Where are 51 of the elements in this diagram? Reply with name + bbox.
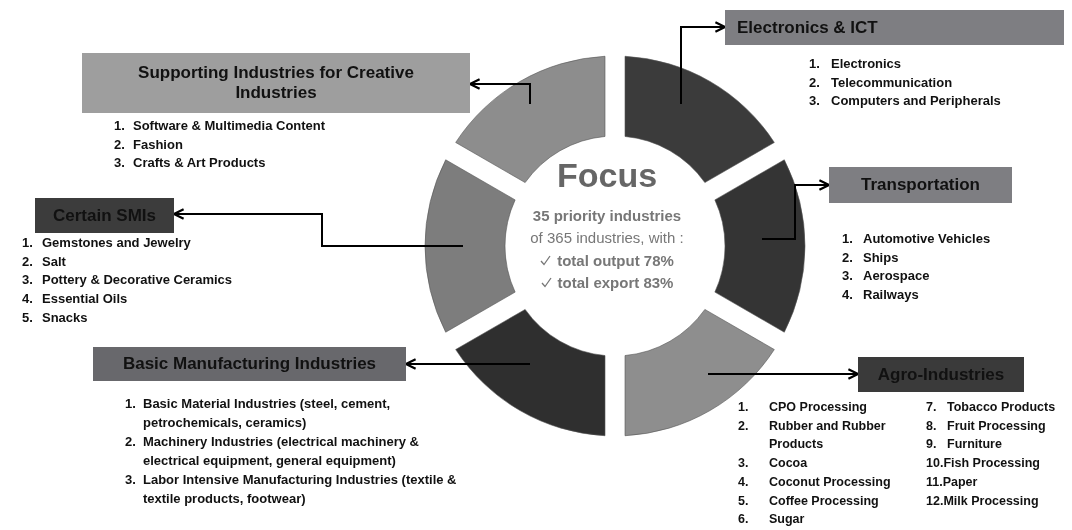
list-item: 2. Telecommunication	[809, 73, 954, 92]
list-item: 1. Software & Multimedia Content	[114, 117, 327, 135]
list-item: 1. Gemstones and Jewelry	[22, 234, 192, 252]
arrow	[680, 21, 727, 105]
center-text: of 365 industries, with :	[530, 229, 684, 246]
category-title: Supporting Industries for Creative Industries	[137, 63, 415, 103]
list-item: 10.Fish Processing	[926, 455, 1041, 473]
list-item: 12.Milk Processing	[926, 492, 1040, 510]
list-item: 4. Railways	[842, 286, 920, 305]
list-item: 9. Furniture	[926, 436, 1003, 454]
list-item: 3. Pottery & Decorative Ceramics	[22, 271, 234, 290]
arrow	[761, 179, 831, 240]
list-item: 3. Cocoa	[738, 455, 809, 473]
list-item: 3. Computers and Peripherals	[809, 92, 1002, 111]
list-item: 2. Machinery Industries (electrical machinery & electrical equipment, general equipment)	[125, 433, 420, 470]
category-title: Transportation	[861, 175, 980, 195]
ring-segment	[424, 159, 516, 333]
list-item: 4. Essential Oils	[22, 290, 129, 309]
center-text: total output 78%	[557, 252, 674, 269]
list-item: 11.Paper	[926, 473, 979, 491]
center-text: 35 priority industries	[532, 207, 682, 224]
list-item: 3. Aerospace	[842, 267, 931, 286]
category-box	[858, 357, 1024, 392]
ring-segment	[714, 159, 806, 333]
list-item: 4. Coconut Processing	[738, 473, 892, 491]
center-text: total export 83%	[557, 274, 674, 291]
category-box	[35, 198, 174, 233]
list-item: 1. Basic Material Industries (steel, cement, petrochemicals, ceramics)	[125, 395, 392, 432]
list-item: 3. Crafts & Art Products	[114, 154, 267, 173]
ring-segment	[455, 309, 606, 437]
arrow	[707, 368, 860, 380]
category-title: Basic Manufacturing Industries	[122, 354, 377, 374]
category-title: Electronics & ICT	[737, 17, 878, 38]
list-item: 2. Rubber and Rubber Products	[738, 417, 887, 454]
list-item: 1. Electronics	[809, 55, 903, 73]
list-item: 7. Tobacco Products	[926, 399, 1057, 416]
list-item: 2. Ships	[842, 248, 900, 267]
list-item: 3. Labor Intensive Manufacturing Industries (textile & textile products, footwear)	[125, 471, 458, 508]
list-item: 2. Fashion	[114, 135, 184, 154]
list-item: 5. Snacks	[22, 308, 89, 327]
list-item: 1. CPO Processing	[738, 399, 868, 416]
list-item: 5. Coffee Processing	[738, 492, 880, 510]
list-item: 6. Sugar	[738, 511, 806, 529]
list-item: 1. Automotive Vehicles	[842, 230, 992, 248]
list-item: 2. Salt	[22, 252, 67, 271]
list-item: 8. Fruit Processing	[926, 417, 1047, 435]
category-box	[829, 167, 1012, 203]
center-heading: Focus	[556, 156, 658, 195]
category-box	[725, 10, 1064, 45]
category-box	[82, 53, 470, 113]
category-box	[93, 347, 406, 381]
